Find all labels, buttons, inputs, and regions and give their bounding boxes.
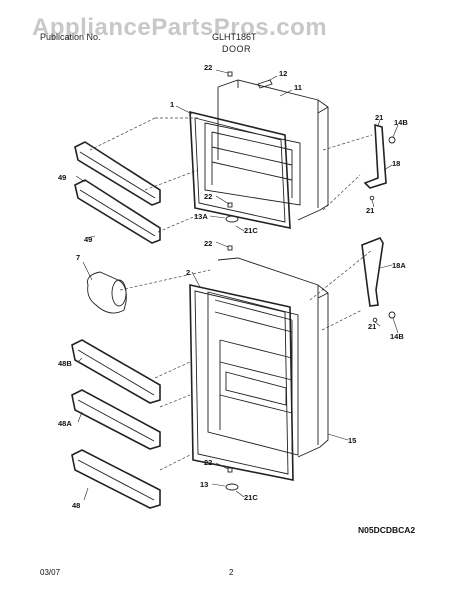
label-13A: 13A bbox=[194, 212, 208, 221]
fresh-food-shelf-48 bbox=[71, 449, 161, 509]
section-title: DOOR bbox=[222, 44, 251, 54]
label-7: 7 bbox=[76, 253, 80, 262]
fresh-food-shelf-48A bbox=[71, 389, 161, 450]
label-11: 11 bbox=[294, 83, 302, 92]
label-14B-upper: 14B bbox=[394, 118, 408, 127]
hinge-pin-cover-lower bbox=[388, 311, 396, 319]
diagram-code: N05DCDBCA2 bbox=[358, 525, 416, 535]
fresh-food-door-outer-panel bbox=[217, 257, 329, 458]
watermark: AppliancePartsPros.com bbox=[32, 14, 328, 41]
freezer-door-shelf-lower bbox=[74, 179, 161, 244]
label-22-top: 22 bbox=[204, 63, 212, 72]
hinge-center bbox=[361, 237, 384, 307]
label-15: 15 bbox=[348, 436, 356, 445]
label-48: 48 bbox=[72, 501, 80, 510]
footer-date: 03/07 bbox=[40, 568, 61, 577]
label-1: 1 bbox=[170, 100, 174, 109]
screws bbox=[227, 71, 378, 473]
label-21C-lower: 21C bbox=[244, 493, 258, 502]
footer-page-number: 2 bbox=[229, 568, 234, 577]
label-18: 18 bbox=[392, 159, 400, 168]
label-22-upper-bottom: 22 bbox=[204, 192, 212, 201]
model-number: GLHT186T bbox=[212, 32, 257, 42]
label-48B: 48B bbox=[58, 359, 72, 368]
label-12: 12 bbox=[279, 69, 287, 78]
cap-top bbox=[257, 79, 273, 89]
label-22-lower-bottom: 22 bbox=[204, 458, 212, 467]
fresh-food-door-gasket bbox=[189, 284, 294, 481]
label-21-upper-stop: 21 bbox=[366, 206, 374, 215]
freezer-door-gasket bbox=[189, 110, 291, 229]
hinge-top bbox=[363, 123, 387, 189]
label-48A: 48A bbox=[58, 419, 72, 428]
hinge-pin-cover-upper bbox=[388, 136, 396, 144]
label-21C-upper: 21C bbox=[244, 226, 258, 235]
freezer-door-shelf-upper bbox=[74, 141, 161, 206]
publication-label: Publication No. bbox=[40, 32, 101, 42]
label-49-lower: 49 bbox=[84, 235, 92, 244]
label-13: 13 bbox=[200, 480, 208, 489]
label-2: 2 bbox=[186, 268, 190, 277]
label-49-upper: 49 bbox=[58, 173, 66, 182]
label-14B-lower: 14B bbox=[390, 332, 404, 341]
label-21-upper-hinge: 21 bbox=[375, 113, 383, 122]
callout-leaders bbox=[75, 69, 399, 501]
label-18A: 18A bbox=[392, 261, 406, 270]
assembly-guide-lines bbox=[89, 117, 373, 471]
label-21-lower-hinge: 21 bbox=[368, 322, 376, 331]
fresh-food-door-liner bbox=[207, 291, 299, 456]
door-stop-upper bbox=[225, 215, 239, 223]
callout-labels: 22 12 11 1 21 14B 18 49 22 21 13A 21C 49… bbox=[58, 63, 408, 510]
fresh-food-shelf-48B bbox=[71, 339, 161, 404]
label-22-lower-top: 22 bbox=[204, 239, 212, 248]
ice-bucket bbox=[87, 271, 127, 314]
freezer-door-outer-panel bbox=[217, 79, 329, 221]
door-stop-lower bbox=[225, 483, 239, 491]
